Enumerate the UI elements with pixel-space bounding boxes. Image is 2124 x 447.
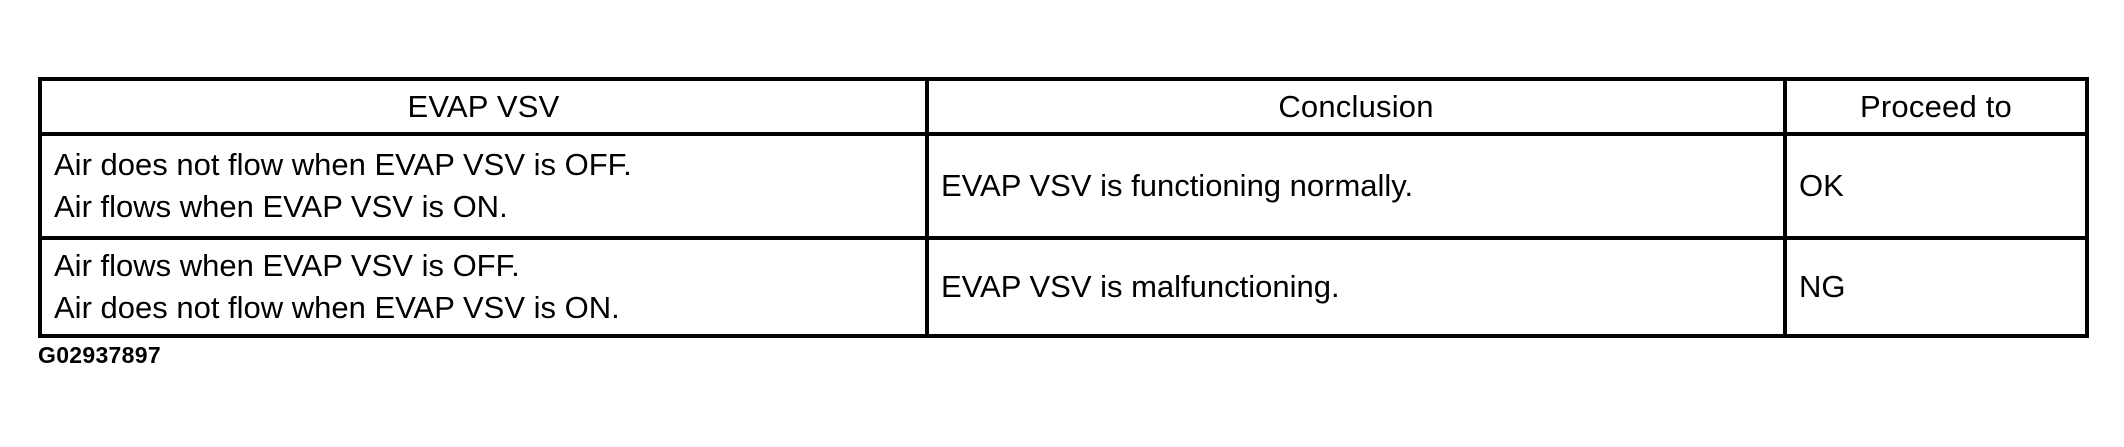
inspection-result-table-wrapper: EVAP VSV Conclusion Proceed to Air does … — [38, 77, 2089, 338]
proceed-to-1-text: OK — [1799, 168, 1844, 203]
table-header: EVAP VSV Conclusion Proceed to — [38, 77, 2089, 136]
evap-vsv-condition-2-text: Air flows when EVAP VSV is OFF. Air does… — [42, 245, 925, 329]
cell-proceed-to-1: OK — [1783, 132, 2089, 240]
table-body: Air does not flow when EVAP VSV is OFF. … — [38, 132, 2089, 338]
column-header-evap-vsv-label: EVAP VSV — [407, 89, 560, 124]
table-row: Air flows when EVAP VSV is OFF. Air does… — [38, 236, 2089, 338]
column-header-evap-vsv: EVAP VSV — [38, 77, 929, 136]
condition-line: Air flows when EVAP VSV is ON. — [54, 189, 508, 224]
condition-line: Air does not flow when EVAP VSV is OFF. — [54, 147, 632, 182]
table-row: Air does not flow when EVAP VSV is OFF. … — [38, 132, 2089, 240]
cell-conclusion-2: EVAP VSV is malfunctioning. — [925, 236, 1787, 338]
cell-proceed-to-2: NG — [1783, 236, 2089, 338]
evap-vsv-condition-1-text: Air does not flow when EVAP VSV is OFF. … — [42, 144, 925, 228]
column-header-proceed-to-label: Proceed to — [1860, 89, 2012, 124]
table-header-row: EVAP VSV Conclusion Proceed to — [38, 77, 2089, 136]
conclusion-2-text: EVAP VSV is malfunctioning. — [941, 269, 1340, 304]
condition-line: Air does not flow when EVAP VSV is ON. — [54, 290, 620, 325]
column-header-conclusion: Conclusion — [925, 77, 1787, 136]
inspection-result-table: EVAP VSV Conclusion Proceed to Air does … — [38, 77, 2089, 338]
cell-evap-vsv-condition-1: Air does not flow when EVAP VSV is OFF. … — [38, 132, 929, 240]
proceed-to-2-text: NG — [1799, 269, 1846, 304]
figure-code-caption: G02937897 — [38, 342, 161, 368]
cell-evap-vsv-condition-2: Air flows when EVAP VSV is OFF. Air does… — [38, 236, 929, 338]
conclusion-1-text: EVAP VSV is functioning normally. — [941, 168, 1414, 203]
condition-line: Air flows when EVAP VSV is OFF. — [54, 248, 520, 283]
column-header-conclusion-label: Conclusion — [1278, 89, 1434, 124]
cell-conclusion-1: EVAP VSV is functioning normally. — [925, 132, 1787, 240]
column-header-proceed-to: Proceed to — [1783, 77, 2089, 136]
